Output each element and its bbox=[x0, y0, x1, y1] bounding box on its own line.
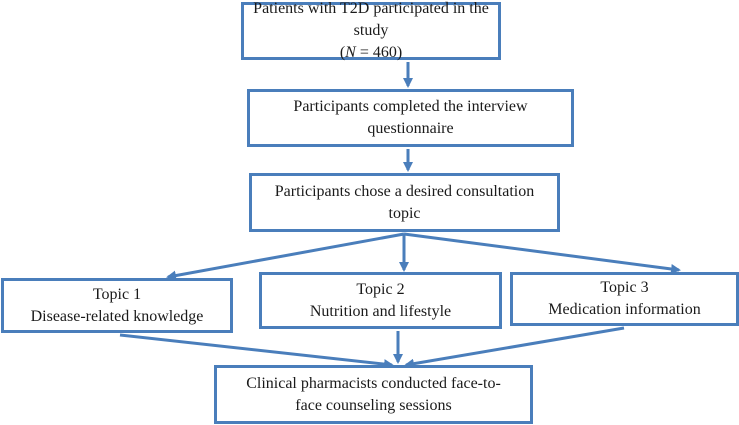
node-topic3: Topic 3 Medication information bbox=[510, 272, 739, 326]
node-counseling: Clinical pharmacists conducted face-to- … bbox=[214, 365, 533, 424]
node-topic2: Topic 2 Nutrition and lifestyle bbox=[259, 272, 502, 329]
node-topic1-title: Topic 1 bbox=[92, 285, 142, 303]
node-counsel-line2: face counseling sessions bbox=[295, 396, 452, 414]
node-patients: Patients with T2D participated in the st… bbox=[241, 0, 501, 61]
node-interview-line2: questionnaire bbox=[367, 120, 454, 137]
node-topic2-title: Topic 2 bbox=[356, 280, 405, 298]
node-patients-n-symbol: N bbox=[345, 44, 356, 61]
arrow-choose-to-topic1 bbox=[166, 232, 405, 281]
node-choose-line1: Participants chose a desired consultatio… bbox=[274, 182, 535, 200]
node-topic3-subtitle: Medication information bbox=[548, 301, 701, 318]
node-topic2-subtitle: Nutrition and lifestyle bbox=[309, 302, 452, 320]
node-patients-open-paren: ( bbox=[339, 44, 346, 61]
node-choose-line2: topic bbox=[388, 204, 421, 222]
node-patients-count: = 460) bbox=[355, 44, 403, 61]
arrow-choose-to-topic3 bbox=[403, 232, 681, 274]
node-choose-topic: Participants chose a desired consultatio… bbox=[249, 173, 560, 232]
node-topic1: Topic 1 Disease-related knowledge bbox=[1, 278, 233, 333]
node-interview: Participants completed the interview que… bbox=[247, 89, 574, 147]
node-counsel-line1: Clinical pharmacists conducted face-to- bbox=[246, 374, 501, 392]
node-patients-line2: (N = 460) bbox=[340, 42, 402, 64]
node-interview-line1: Participants completed the interview bbox=[293, 98, 528, 115]
node-topic1-subtitle: Disease-related knowledge bbox=[30, 307, 204, 325]
arrow-topic1-to-counsel bbox=[119, 333, 394, 370]
node-patients-line1: Patients with T2D participated in the st… bbox=[253, 0, 489, 39]
node-topic3-title: Topic 3 bbox=[600, 279, 649, 296]
arrow-topic3-to-counsel bbox=[404, 326, 625, 369]
